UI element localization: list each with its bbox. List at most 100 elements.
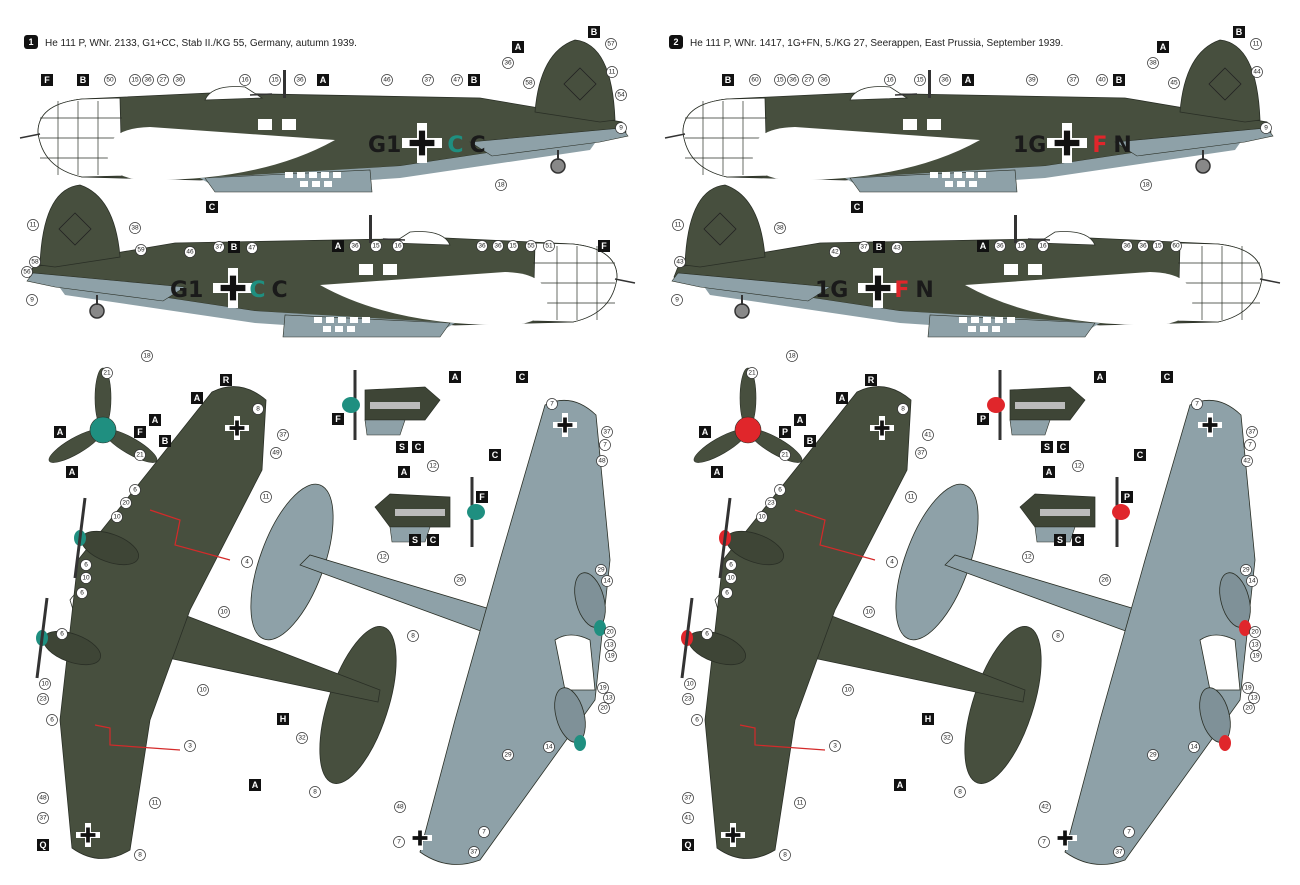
color-letter-box — [277, 713, 289, 725]
decal-callout — [111, 511, 123, 523]
decal-callout — [915, 447, 927, 459]
decal-callout — [149, 797, 161, 809]
color-letter: A — [335, 241, 342, 251]
decal-callout — [765, 497, 777, 509]
decal-number: 3 — [833, 743, 837, 750]
decal-number: 12 — [379, 554, 387, 561]
decal-number: 7 — [550, 401, 554, 408]
decal-number: 7 — [603, 442, 607, 449]
spinner — [1239, 620, 1251, 636]
decal-number: 20 — [606, 629, 614, 636]
color-letter: F — [479, 492, 485, 502]
decal-number: 18 — [143, 353, 151, 360]
decal-number: 43 — [676, 259, 684, 266]
decal-callout — [1096, 74, 1108, 86]
decal-callout — [394, 801, 406, 813]
decal-number: 11 — [675, 222, 682, 229]
decal-callout — [786, 350, 798, 362]
decal-callout — [495, 179, 507, 191]
color-letter-box — [332, 413, 344, 425]
balkenkreuz — [1057, 830, 1073, 846]
decal-number: 41 — [924, 432, 932, 439]
decal-callout — [1250, 38, 1262, 50]
decal-callout — [682, 693, 694, 705]
decal-callout — [601, 575, 613, 587]
callouts-top: RA84137B11462310610610610236103113741Q8H… — [682, 374, 1064, 861]
decal-number: 37 — [39, 815, 47, 822]
decal-callout — [104, 74, 116, 86]
decal-callout — [1038, 836, 1050, 848]
decal-number: 39 — [1028, 77, 1036, 84]
decal-callout — [252, 403, 264, 415]
color-letter: F — [44, 75, 50, 85]
decal-number: 36 — [1139, 243, 1147, 250]
decal-callout — [603, 692, 615, 704]
color-letter-box — [317, 74, 329, 86]
color-letter-box — [516, 371, 528, 383]
code-letter: F — [894, 278, 909, 303]
decal-callout — [691, 714, 703, 726]
decal-number: 58 — [525, 80, 533, 87]
profile-number: 2 — [673, 37, 678, 47]
decal-number: 7 — [482, 829, 486, 836]
decal-callout — [1248, 692, 1260, 704]
decal-number: 20 — [600, 705, 608, 712]
decal-callout — [1147, 749, 1159, 761]
color-letter-box — [398, 466, 410, 478]
color-letter-box — [1121, 491, 1133, 503]
decal-callout — [1015, 240, 1027, 252]
propeller-blade — [718, 497, 732, 579]
decal-number: 15 — [1154, 243, 1162, 250]
decal-number: 21 — [136, 452, 144, 459]
decal-callout — [478, 826, 490, 838]
wing-root — [965, 272, 1193, 326]
color-letter: P — [782, 427, 788, 437]
decal-number: 18 — [1142, 182, 1150, 189]
color-letter: C — [209, 202, 216, 212]
decal-number: 6 — [778, 487, 782, 494]
color-letter-box — [468, 74, 480, 86]
decal-number: 16 — [1039, 243, 1047, 250]
color-letter: A — [1097, 372, 1104, 382]
color-letter: A — [515, 42, 522, 52]
decal-callout — [897, 403, 909, 415]
decal-number: 9 — [675, 297, 679, 304]
decal-number: 15 — [271, 77, 279, 84]
decal-number: 36 — [789, 77, 797, 84]
decal-number: 10 — [758, 514, 766, 521]
decal-callout — [672, 219, 684, 231]
decal-callout — [546, 398, 558, 410]
color-letter-box — [1041, 441, 1053, 453]
decal-number: 6 — [133, 487, 137, 494]
wing-root — [107, 127, 336, 181]
color-letter-box — [412, 441, 424, 453]
decal-number: 36 — [996, 243, 1004, 250]
decal-number: 38 — [776, 225, 784, 232]
decal-number: 41 — [684, 815, 692, 822]
decal-callout — [858, 241, 870, 253]
color-letter-box — [804, 435, 816, 447]
code-letter: 1G — [1013, 133, 1046, 158]
color-letter-box — [249, 779, 261, 791]
decal-callout — [141, 350, 153, 362]
decal-callout — [246, 242, 258, 254]
color-letter-box — [1161, 371, 1173, 383]
decal-number: 16 — [886, 77, 894, 84]
decal-callout — [1246, 575, 1258, 587]
decal-number: 47 — [248, 245, 256, 252]
decal-callout — [725, 559, 737, 571]
color-letter: A — [401, 467, 408, 477]
decal-callout — [26, 294, 38, 306]
walkway-lines — [94, 509, 231, 751]
decal-callout — [596, 455, 608, 467]
color-letter: Q — [39, 840, 46, 850]
decal-callout — [615, 122, 627, 134]
color-letter: S — [399, 442, 405, 452]
decal-number: 7 — [1195, 401, 1199, 408]
